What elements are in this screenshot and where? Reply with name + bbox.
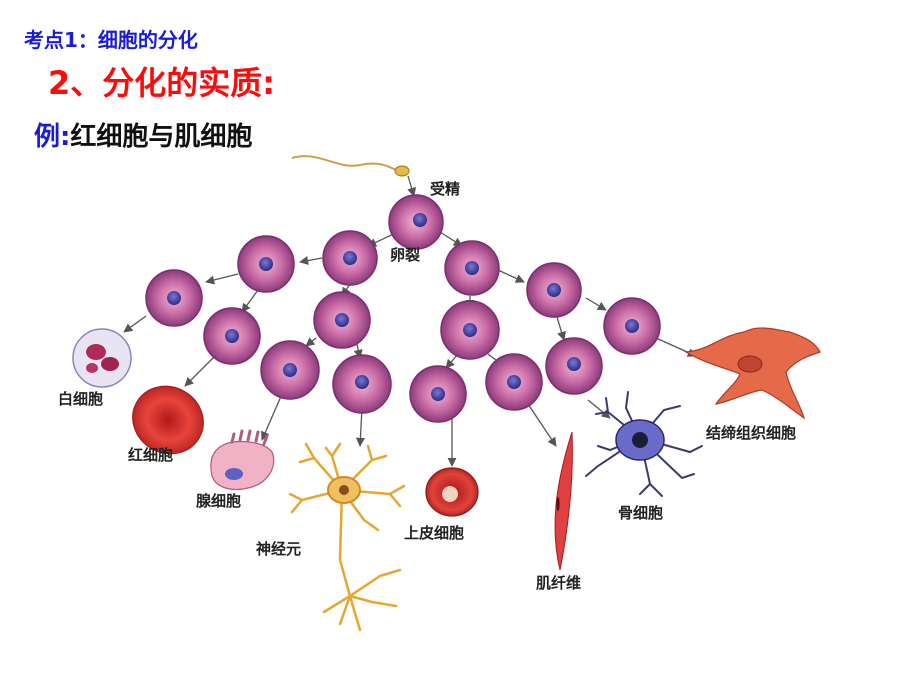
red-blood-cell-icon bbox=[132, 385, 204, 455]
label-white-blood-cell: 白细胞 bbox=[58, 390, 103, 408]
example-line: 例:红细胞与肌细胞 bbox=[34, 116, 252, 153]
muscle-fiber-icon bbox=[554, 431, 573, 571]
embryonic-cell-h bbox=[440, 300, 500, 360]
label-red-blood-cell: 红细胞 bbox=[128, 446, 173, 464]
label-bone-cell: 骨细胞 bbox=[618, 504, 663, 522]
embryonic-cell-a bbox=[237, 235, 295, 293]
connective-tissue-cell-icon bbox=[684, 327, 821, 420]
zygote-cell bbox=[388, 194, 444, 250]
embryonic-cell-f bbox=[260, 340, 320, 400]
epithelial-cell-icon bbox=[425, 467, 479, 517]
white-blood-cell-icon bbox=[72, 328, 132, 388]
slide-title: 2、分化的实质: bbox=[48, 64, 276, 102]
embryonic-cell-g bbox=[332, 354, 392, 414]
example-prefix: 例: bbox=[34, 122, 71, 152]
label-cleavage: 卵裂 bbox=[390, 246, 420, 264]
gland-cell-icon bbox=[210, 429, 275, 491]
embryonic-cells bbox=[145, 194, 661, 423]
cleavage-cell-1 bbox=[322, 230, 378, 286]
bone-cell-icon bbox=[585, 391, 703, 497]
embryonic-cell-j bbox=[485, 353, 543, 411]
embryonic-cell-c bbox=[145, 269, 203, 327]
embryonic-cell-l bbox=[603, 297, 661, 355]
example-text: 红细胞与肌细胞 bbox=[70, 122, 253, 152]
label-fertilization: 受精 bbox=[430, 180, 460, 198]
embryonic-cell-d bbox=[203, 307, 261, 365]
label-neuron: 神经元 bbox=[256, 540, 301, 558]
label-connective-tissue-cell: 结缔组织细胞 bbox=[706, 424, 796, 442]
cleavage-cell-2 bbox=[444, 240, 500, 296]
label-muscle-fiber: 肌纤维 bbox=[536, 574, 581, 592]
sperm-icon bbox=[291, 155, 410, 177]
embryonic-cell-k bbox=[545, 337, 603, 395]
embryonic-cell-e bbox=[313, 291, 371, 349]
embryonic-cell-b bbox=[526, 262, 582, 318]
neuron-icon bbox=[288, 442, 406, 632]
embryonic-cell-i bbox=[409, 365, 467, 423]
label-epithelial-cell: 上皮细胞 bbox=[404, 524, 464, 542]
topic-heading: 考点1：细胞的分化 bbox=[24, 28, 198, 52]
label-gland-cell: 腺细胞 bbox=[196, 492, 241, 510]
